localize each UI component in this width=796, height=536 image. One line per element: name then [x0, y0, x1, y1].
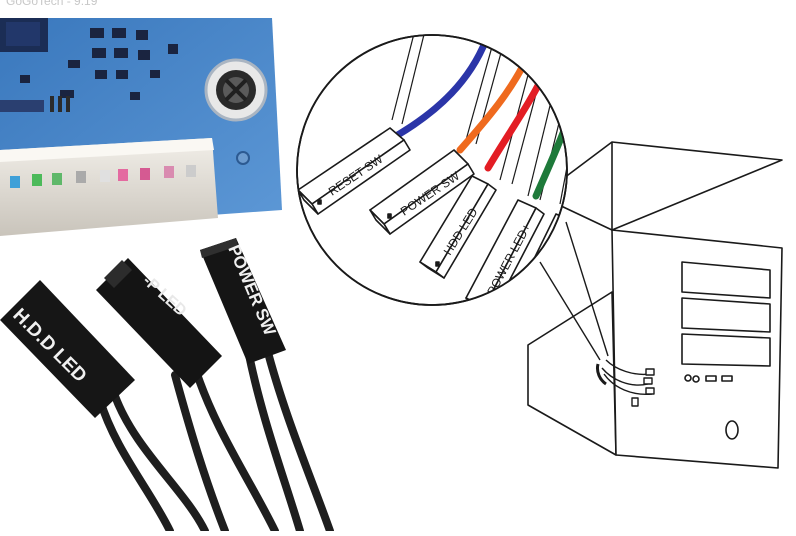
header-pins [10, 165, 196, 188]
connector-reset-sw: RESET SW [297, 127, 411, 215]
front-panel-plugs: H.D.D LED -P LED POWER SW [0, 238, 334, 535]
zoom-pointer [539, 221, 609, 361]
wire-power-sw [456, 56, 530, 154]
wire-power-led-plus [532, 84, 567, 200]
plug-power-sw: POWER SW [200, 238, 286, 364]
motherboard [0, 18, 282, 236]
computer-tower [527, 141, 783, 469]
watermark: GoGoTech - 9.19 [6, 0, 98, 8]
wire-reset-sw [392, 36, 490, 140]
